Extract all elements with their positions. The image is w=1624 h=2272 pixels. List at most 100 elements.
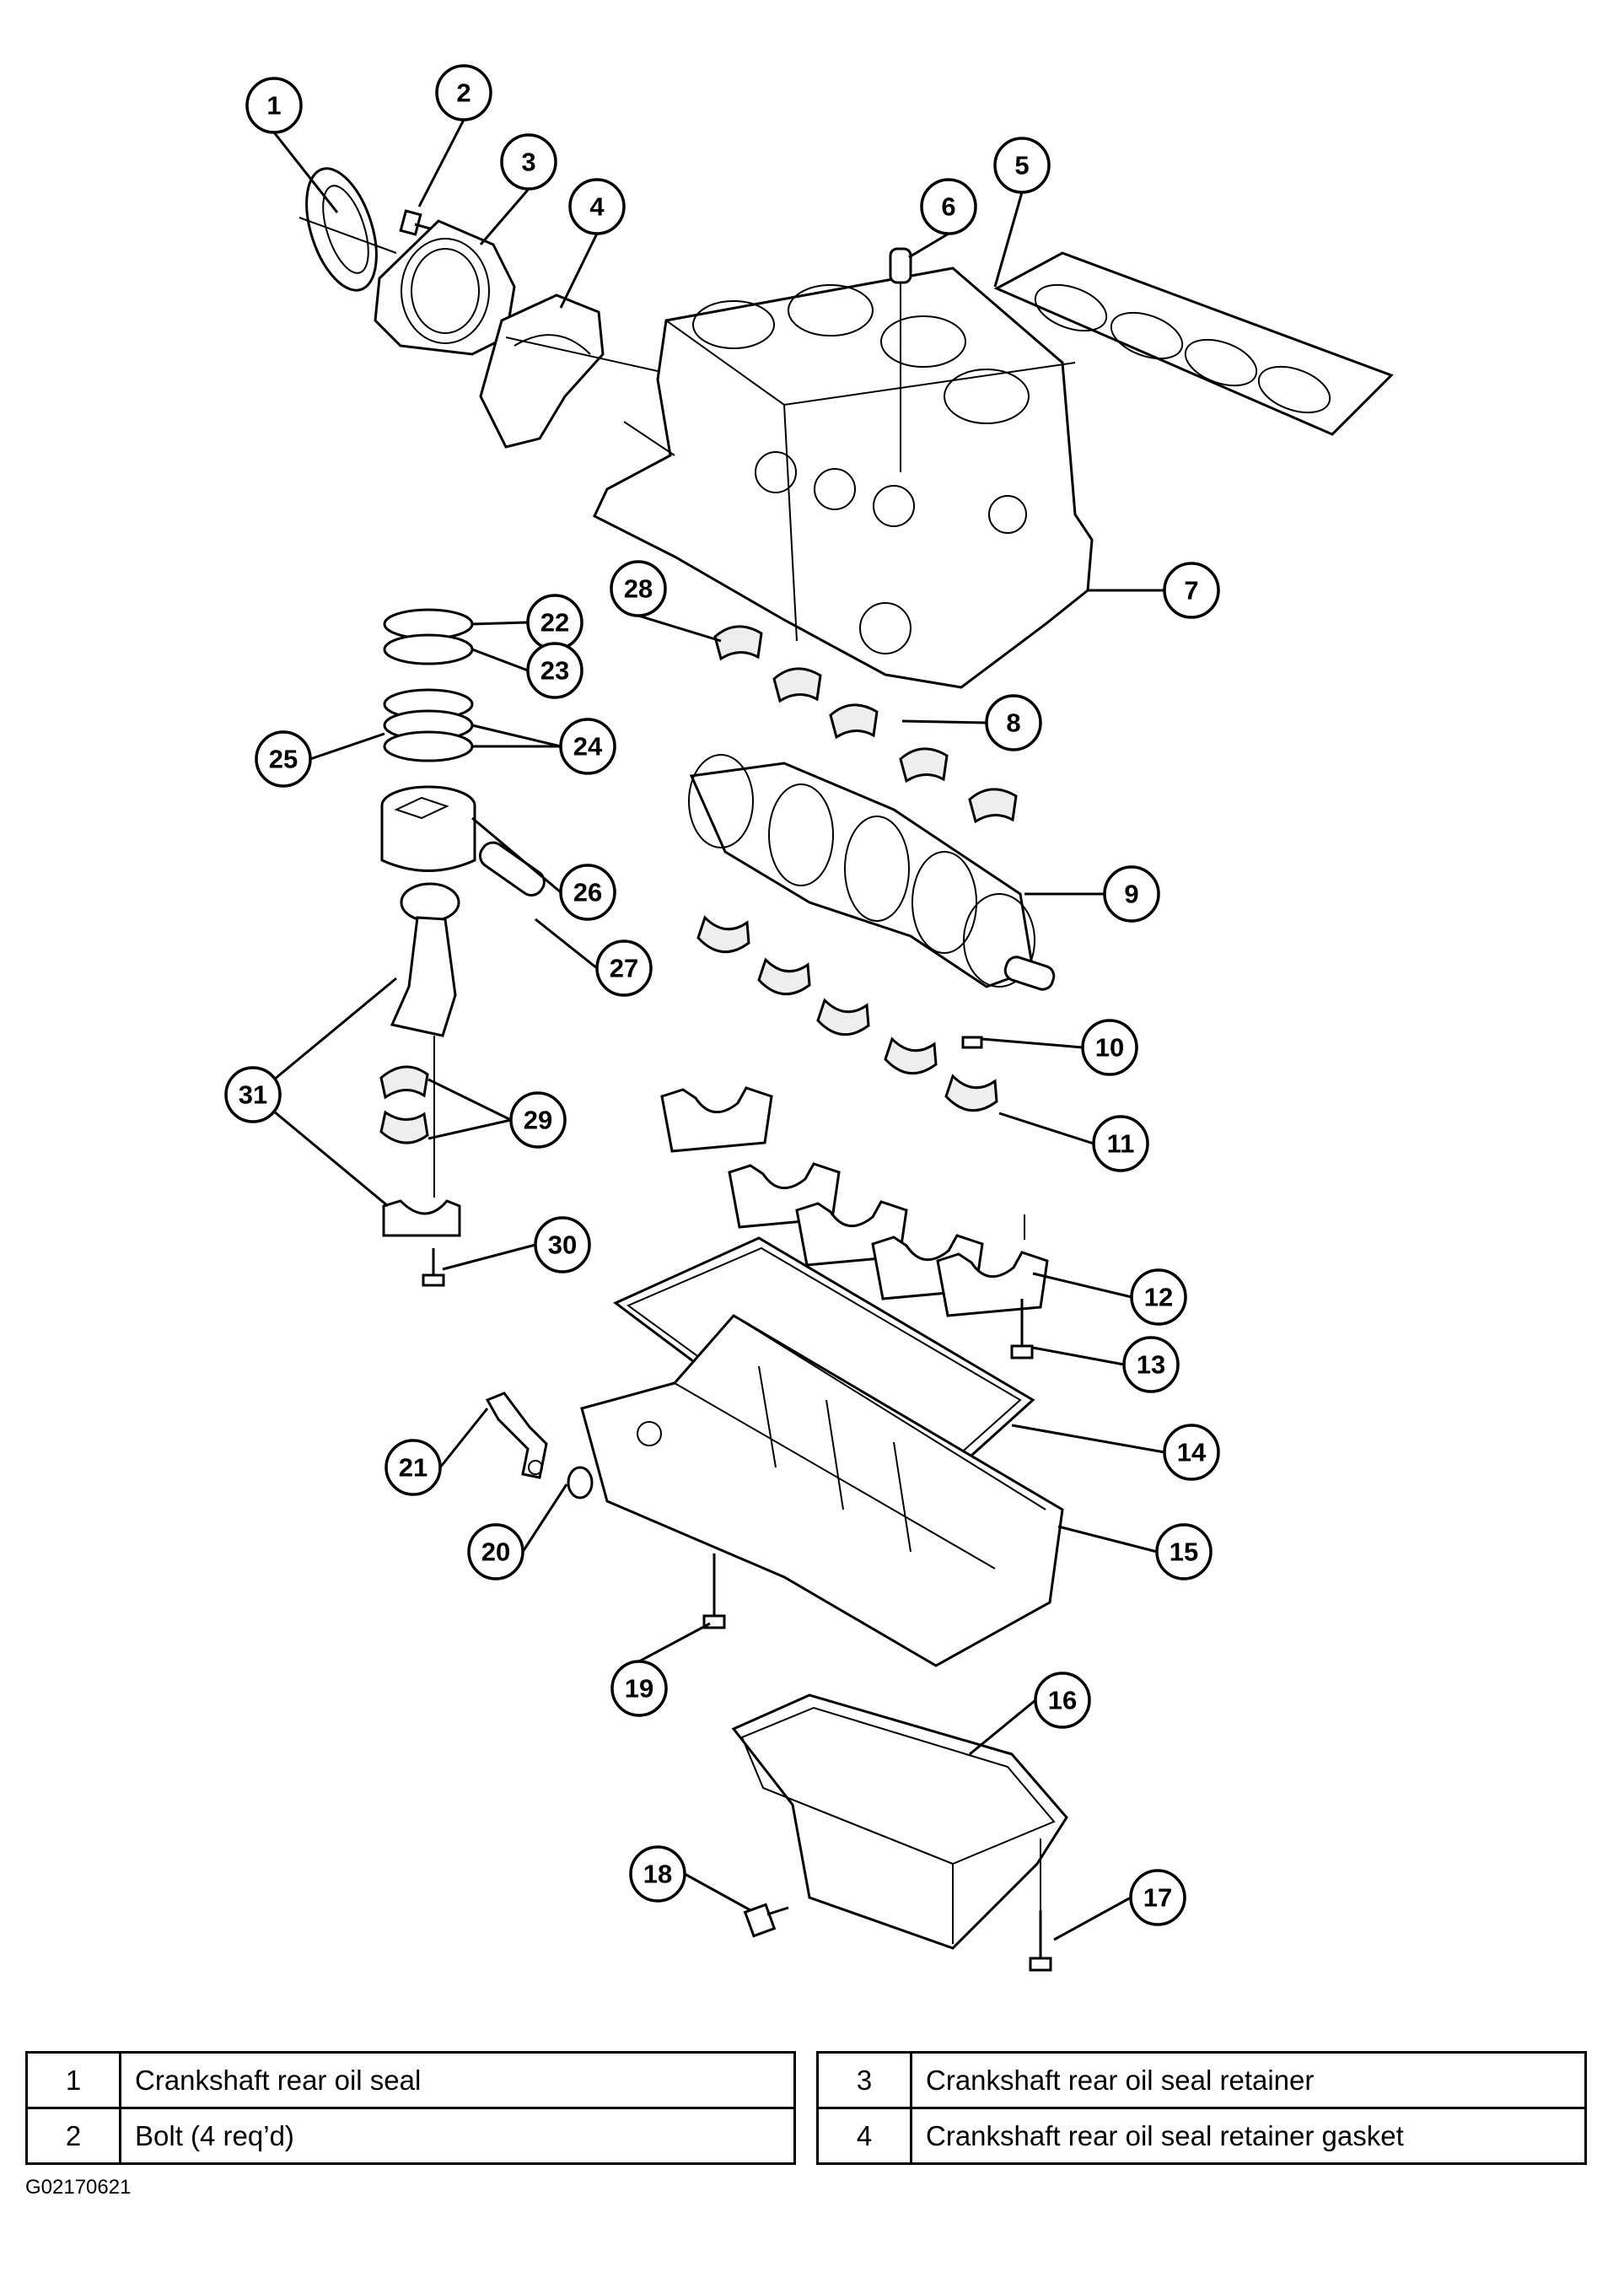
callout-9: 9: [1103, 865, 1160, 923]
callout-2: 2: [435, 64, 492, 121]
legend-num: 3: [816, 2051, 912, 2109]
callout-number: 24: [573, 732, 603, 762]
callout-circle: [559, 718, 616, 775]
callout-20: 20: [467, 1523, 524, 1580]
callout-7: 7: [1163, 562, 1220, 619]
callout-circle: [500, 133, 557, 191]
callout-number: 20: [481, 1537, 510, 1567]
callout-number: 7: [1184, 576, 1198, 606]
callout-circle: [985, 694, 1042, 751]
callout-number: 23: [540, 656, 569, 686]
part-dowel: [889, 247, 912, 472]
callout-number: 28: [624, 574, 653, 604]
part-oil-pan: [731, 1693, 1068, 1950]
callout-circle: [993, 137, 1051, 194]
part-bolt-17: [1029, 1839, 1052, 1972]
part-rod-bolt: [422, 1248, 445, 1287]
callout-5: 5: [993, 137, 1051, 194]
callout-13: 13: [1122, 1336, 1180, 1393]
callout-circle: [1130, 1268, 1187, 1326]
callout-circle: [224, 1066, 282, 1123]
part-rear-oil-seal: [298, 167, 397, 292]
legend-label: Bolt (4 req’d): [119, 2107, 796, 2165]
callout-circle: [509, 1091, 567, 1149]
callout-circle: [1129, 1869, 1186, 1926]
callout-circle: [534, 1216, 591, 1273]
legend-row: 1 Crankshaft rear oil seal: [25, 2051, 796, 2109]
part-oil-bracket: [485, 1392, 548, 1479]
callout-4: 4: [568, 178, 626, 235]
callout-11: 11: [1092, 1115, 1149, 1172]
part-lower-main-bearings: [696, 915, 998, 1112]
figure-id: G02170621: [25, 2176, 132, 2199]
callout-number: 12: [1144, 1283, 1173, 1312]
callout-19: 19: [610, 1660, 668, 1717]
callout-circle: [526, 642, 583, 699]
part-drain-plug: [743, 1903, 789, 1938]
callout-25: 25: [255, 730, 312, 788]
callout-number: 25: [269, 745, 298, 774]
part-piston-pin: [478, 841, 546, 896]
callout-circle: [920, 178, 977, 235]
callout-8: 8: [985, 694, 1042, 751]
callout-circle: [1163, 562, 1220, 619]
callout-number: 9: [1124, 880, 1138, 909]
callout-number: 10: [1095, 1033, 1124, 1063]
callout-circle: [610, 560, 667, 617]
part-main-bearing-caps: [660, 1086, 1049, 1317]
callout-circle: [1092, 1115, 1149, 1172]
callout-27: 27: [595, 939, 653, 997]
leader-lines: [272, 119, 1165, 1941]
callout-14: 14: [1163, 1424, 1220, 1481]
callout-number: 13: [1137, 1350, 1165, 1380]
callout-number: 11: [1107, 1129, 1135, 1159]
callout-circle: [629, 1845, 686, 1903]
callout-26: 26: [559, 864, 616, 921]
part-retainer-gasket: [479, 293, 659, 449]
callout-circle: [610, 1660, 668, 1717]
callout-29: 29: [509, 1091, 567, 1149]
callout-16: 16: [1034, 1672, 1091, 1729]
callout-circle: [1034, 1672, 1091, 1729]
callout-1: 1: [245, 77, 303, 134]
part-bolt-13: [1010, 1299, 1034, 1359]
callout-number: 16: [1048, 1686, 1077, 1715]
legend-label: Crankshaft rear oil seal retainer: [910, 2051, 1587, 2109]
callout-number: 2: [456, 78, 471, 108]
callout-number: 6: [941, 192, 955, 222]
legend-row: 2 Bolt (4 req’d): [25, 2107, 796, 2165]
callout-30: 30: [534, 1216, 591, 1273]
callout-28: 28: [610, 560, 667, 617]
engine-parts: [298, 167, 1394, 1972]
callout-15: 15: [1155, 1523, 1213, 1580]
part-piston-rings: [383, 608, 474, 762]
callout-21: 21: [384, 1439, 442, 1496]
callout-number: 5: [1014, 151, 1029, 180]
legend-table-right: 3 Crankshaft rear oil seal retainer 4 Cr…: [816, 2051, 1587, 2165]
callout-circle: [435, 64, 492, 121]
callout-circle: [559, 864, 616, 921]
callout-number: 26: [573, 878, 602, 907]
legend-table-left: 1 Crankshaft rear oil seal 2 Bolt (4 req…: [25, 2051, 796, 2165]
callout-circle: [1122, 1336, 1180, 1393]
callout-23: 23: [526, 642, 583, 699]
callout-17: 17: [1129, 1869, 1186, 1926]
part-upper-oil-pan: [580, 1314, 1064, 1667]
part-seal-retainer: [374, 219, 516, 356]
part-bolt-19: [702, 1553, 726, 1629]
callout-number: 14: [1177, 1438, 1207, 1467]
callout-6: 6: [920, 178, 977, 235]
legend-num: 4: [816, 2107, 912, 2165]
part-piston: [380, 785, 476, 872]
callout-circle: [1155, 1523, 1213, 1580]
callout-number: 19: [625, 1674, 653, 1704]
part-connecting-rod: [382, 882, 461, 1237]
part-head-gasket: [993, 251, 1394, 436]
legend-num: 1: [25, 2051, 121, 2109]
callout-number: 27: [610, 954, 638, 983]
part-crankshaft: [688, 754, 1056, 1049]
callout-22: 22: [526, 594, 583, 651]
legend-row: 4 Crankshaft rear oil seal retainer gask…: [816, 2107, 1587, 2165]
exploded-engine-diagram: 1234567891011121314151617181920212223242…: [224, 64, 1394, 1972]
